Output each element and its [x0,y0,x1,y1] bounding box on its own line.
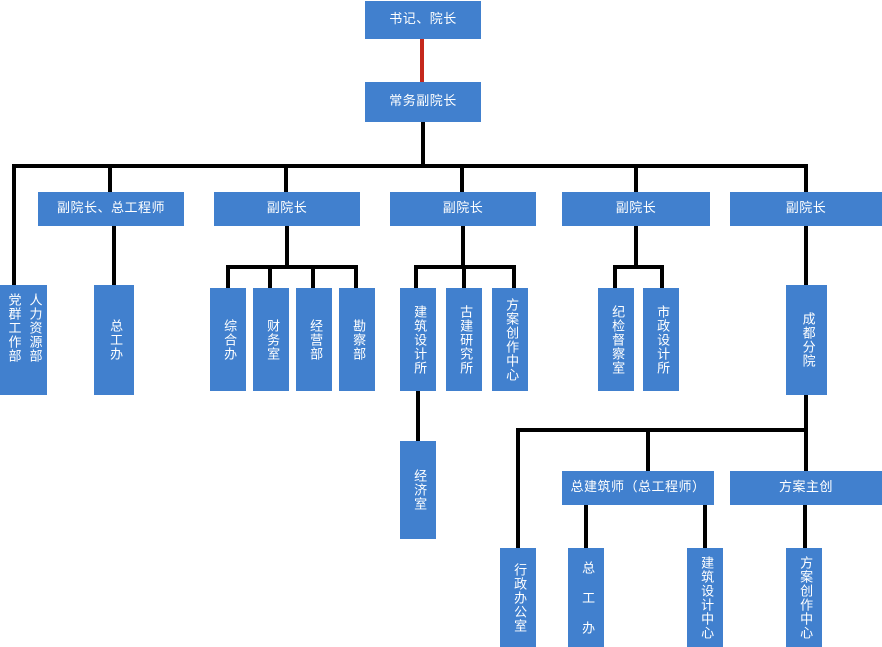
connector-vp3-drop-3 [512,265,516,290]
connector-vp1-stem [112,226,116,288]
connector-bus-to-vp1 [108,164,112,192]
connector-chengdu-to-admin-office [516,428,520,548]
connector-president-to-exec-vp [420,39,424,82]
connector-chengdu-bus [516,428,808,432]
node-general-office[interactable]: 综合办 [210,288,246,391]
node-chengdu-chief-engineer-office[interactable]: 总 工 办 [568,548,604,647]
node-survey-dept[interactable]: 勘察部 [339,288,375,391]
node-vp-5[interactable]: 副院长 [730,192,882,226]
connector-vp3-drop-2 [462,265,466,290]
connector-bus-to-vp5 [804,164,808,192]
connector-chief-architect-drop-left [584,505,588,548]
node-operations-dept[interactable]: 经营部 [296,288,332,391]
connector-vp4-bus [613,265,664,269]
connector-bus-to-party-hr [12,164,16,288]
party-hr-col-party: 党群工作部 [5,293,21,363]
node-administration-office[interactable]: 行政办公室 [500,548,536,647]
node-vp-3[interactable]: 副院长 [390,192,536,226]
connector-bus-to-vp3 [460,164,464,192]
connector-vp5-stem [804,226,808,288]
connector-chengdu-to-chief-architect [646,428,650,471]
node-chengdu-scheme-creation-center[interactable]: 方案创作中心 [786,548,822,647]
node-municipal-design-institute[interactable]: 市政设计所 [643,288,679,391]
node-ancient-architecture-institute[interactable]: 古建研究所 [446,288,482,391]
party-hr-col-hr: 人力资源部 [26,293,42,363]
node-architecture-design-institute[interactable]: 建筑设计所 [400,288,436,391]
connector-chief-architect-drop-right [703,505,707,548]
connector-design-institute-to-economics [416,391,420,441]
connector-exec-vp-stem [421,122,425,164]
node-vp-chief-engineer[interactable]: 副院长、总工程师 [38,192,184,226]
connector-vp3-drop-1 [414,265,418,290]
node-scheme-lead-designer[interactable]: 方案主创 [730,471,882,505]
connector-chengdu-to-scheme-lead [804,428,808,471]
node-executive-vice-president[interactable]: 常务副院长 [365,82,481,122]
node-vp-2[interactable]: 副院长 [214,192,360,226]
node-party-hr-department[interactable]: 人力资源部 党群工作部 [0,285,47,395]
node-secretary-president[interactable]: 书记、院长 [365,1,481,39]
connector-scheme-lead-drop [803,505,807,548]
node-vp-4[interactable]: 副院长 [562,192,710,226]
node-chief-engineer-office[interactable]: 总工办 [94,285,134,395]
connector-vp2-drop-4 [354,265,358,290]
node-chengdu-branch[interactable]: 成都分院 [786,285,827,395]
connector-vp2-bus [226,265,358,269]
connector-bus-to-vp4 [634,164,638,192]
connector-chengdu-stem [804,395,808,428]
node-economics-room[interactable]: 经济室 [400,441,436,539]
node-architecture-design-center[interactable]: 建筑设计中心 [687,548,723,647]
connector-vp3-stem [461,226,465,268]
connector-main-bus [12,164,808,168]
connector-vp4-stem [634,226,638,268]
node-finance-room[interactable]: 财务室 [253,288,289,391]
connector-vp2-drop-2 [268,265,272,290]
node-scheme-creation-center[interactable]: 方案创作中心 [492,288,528,391]
connector-vp2-drop-1 [226,265,230,290]
connector-vp2-stem [285,226,289,268]
node-discipline-inspection-office[interactable]: 纪检督察室 [598,288,634,391]
node-chief-architect[interactable]: 总建筑师（总工程师） [562,471,714,505]
connector-bus-to-vp2 [284,164,288,192]
connector-vp4-drop-1 [613,265,617,290]
connector-vp2-drop-3 [311,265,315,290]
connector-vp4-drop-2 [660,265,664,290]
